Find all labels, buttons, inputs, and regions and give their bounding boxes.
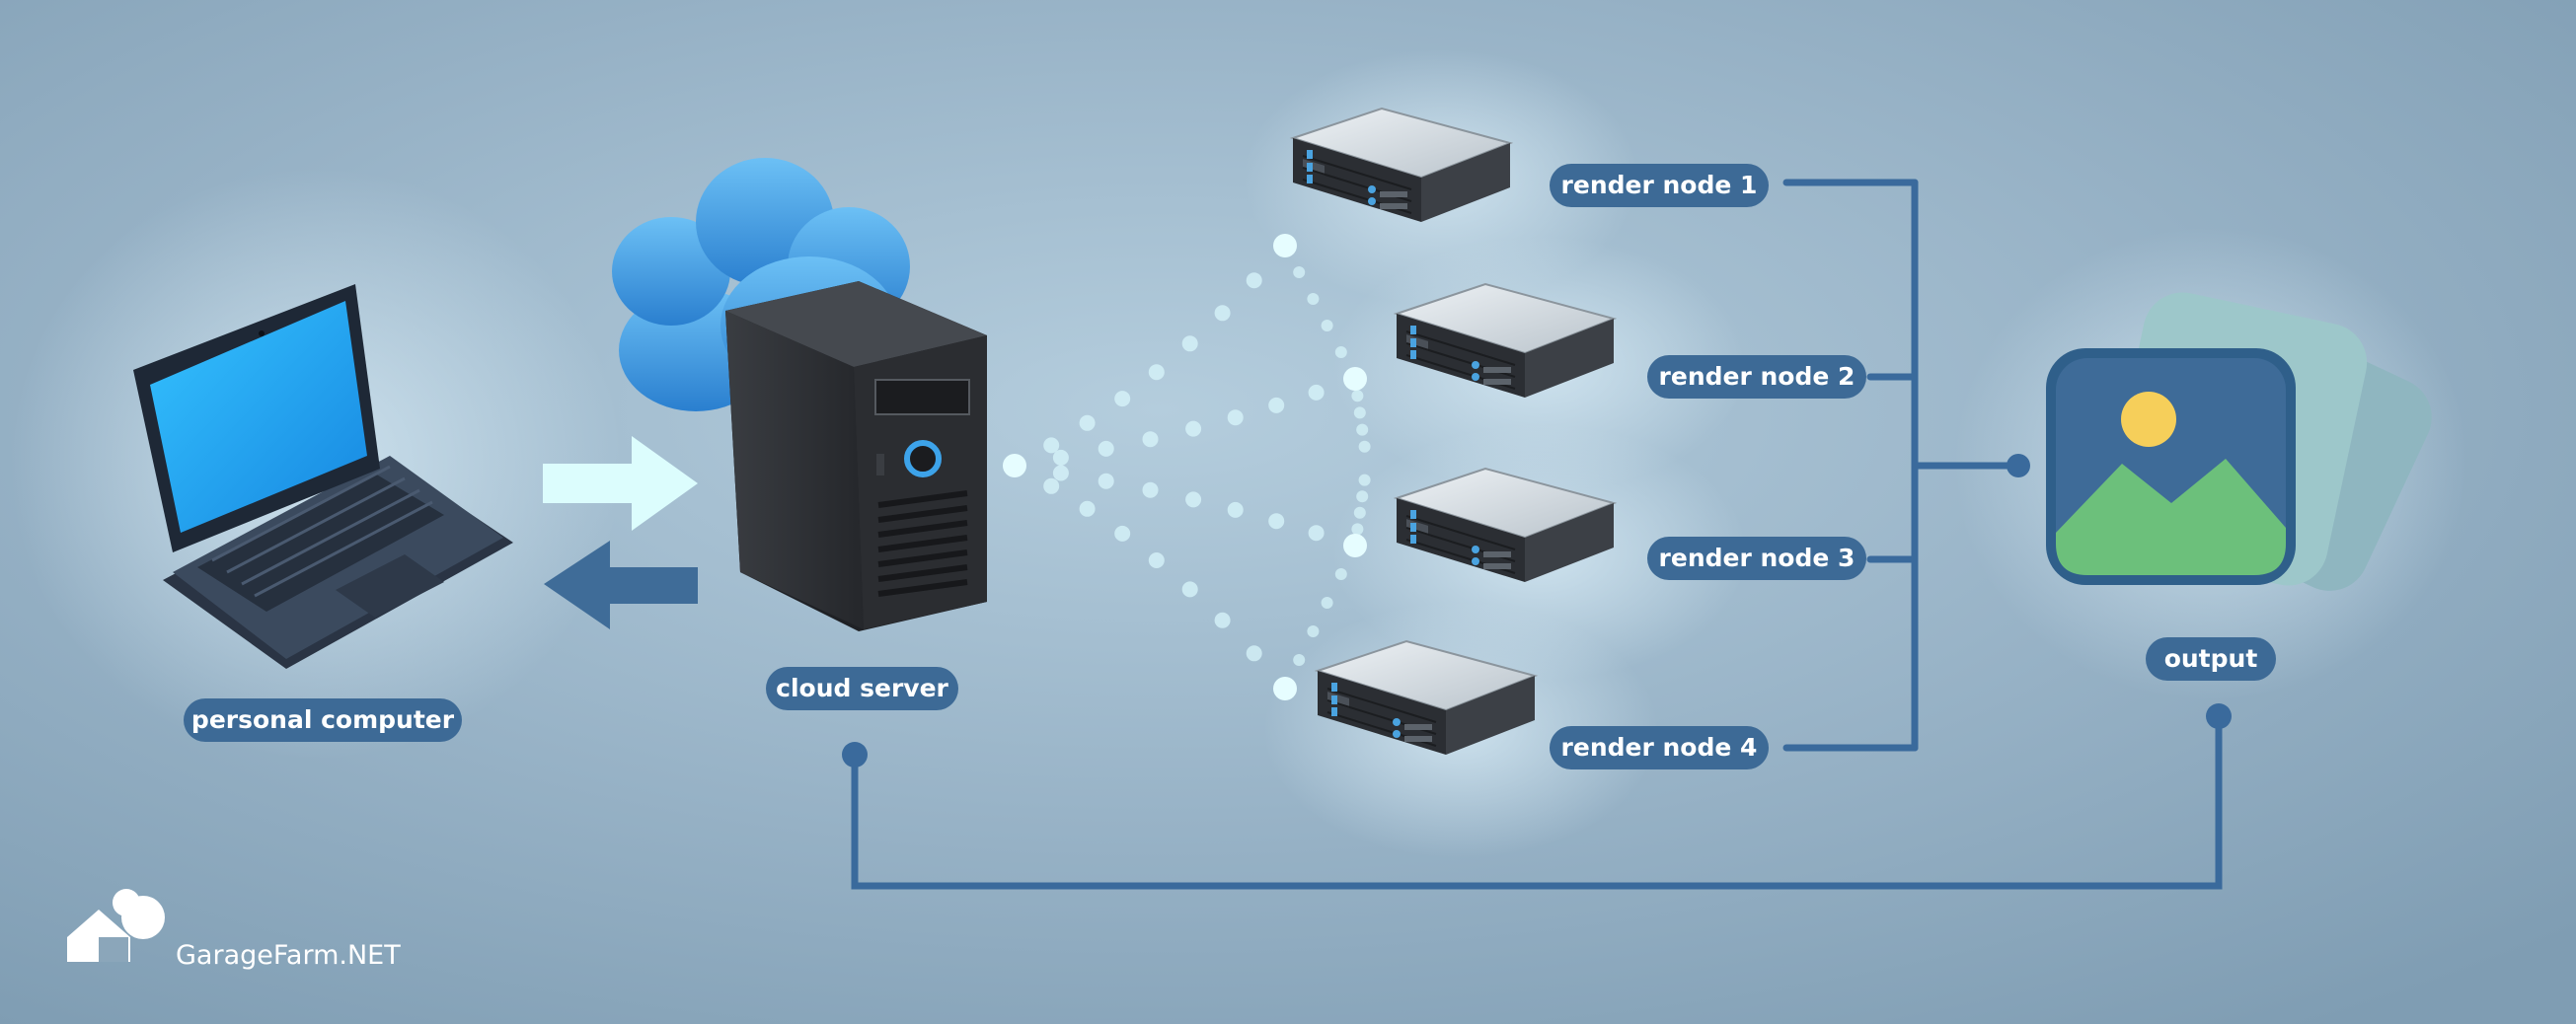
network-dot bbox=[1334, 568, 1347, 580]
network-dot bbox=[1356, 490, 1369, 503]
network-dot bbox=[1293, 266, 1306, 278]
network-dot bbox=[1308, 384, 1325, 401]
network-dot bbox=[1268, 513, 1285, 530]
upload-arrow-icon bbox=[543, 436, 698, 531]
render-node-connectors bbox=[1782, 179, 2022, 752]
label-render-node-1: render node 1 bbox=[1550, 164, 1769, 207]
network-dots bbox=[1043, 266, 1371, 666]
network-dot bbox=[1246, 645, 1262, 662]
network-dot bbox=[1181, 335, 1198, 352]
connector-dot-cloud-server bbox=[842, 742, 868, 768]
network-dot bbox=[1227, 501, 1244, 518]
network-dot bbox=[1148, 552, 1165, 568]
image-output-icon bbox=[2046, 292, 2432, 591]
garagefarm-logo bbox=[67, 889, 165, 962]
network-dot bbox=[1358, 440, 1371, 453]
network-end-dot-4 bbox=[1273, 677, 1297, 700]
network-dot bbox=[1079, 500, 1096, 517]
network-dot bbox=[1114, 525, 1131, 542]
network-dot bbox=[1351, 523, 1364, 536]
brand-name: GarageFarm.NET bbox=[176, 940, 401, 971]
label-render-node-3: render node 3 bbox=[1647, 537, 1866, 580]
network-dot bbox=[1142, 481, 1159, 498]
laptop-icon bbox=[133, 284, 513, 669]
network-dot bbox=[1307, 293, 1320, 305]
label-personal-computer: personal computer bbox=[184, 698, 462, 742]
label-render-node-2: render node 2 bbox=[1647, 355, 1866, 399]
network-dot bbox=[1148, 364, 1165, 381]
network-dot bbox=[1293, 654, 1306, 666]
network-dot bbox=[1321, 597, 1333, 609]
network-end-dot-3 bbox=[1343, 534, 1367, 557]
network-dot bbox=[1043, 477, 1060, 494]
network-dot bbox=[1353, 506, 1366, 519]
network-dot bbox=[1356, 423, 1369, 436]
network-dot bbox=[1142, 431, 1159, 448]
network-dot bbox=[1214, 305, 1231, 322]
label-output: output bbox=[2146, 637, 2276, 681]
network-dot bbox=[1114, 391, 1131, 407]
network-dot bbox=[1181, 581, 1198, 598]
feedback-loop-line bbox=[851, 712, 2223, 890]
network-dot bbox=[1307, 625, 1320, 637]
network-dot bbox=[1321, 320, 1333, 331]
network-dot bbox=[1358, 474, 1371, 486]
network-dot bbox=[1098, 473, 1114, 489]
network-dot bbox=[1043, 437, 1060, 454]
network-dot bbox=[1246, 272, 1262, 289]
tower-server-icon bbox=[725, 281, 987, 631]
connector-dot-output bbox=[2206, 703, 2232, 729]
network-end-dot-2 bbox=[1343, 367, 1367, 391]
network-dot bbox=[1308, 525, 1325, 542]
network-end-dot-1 bbox=[1273, 234, 1297, 257]
network-dot bbox=[1353, 406, 1366, 419]
network-dot bbox=[1079, 414, 1096, 431]
network-dot bbox=[1334, 346, 1347, 358]
network-dot bbox=[1185, 491, 1202, 508]
label-cloud-server: cloud server bbox=[766, 667, 958, 710]
network-dot bbox=[1185, 420, 1202, 437]
network-dot bbox=[1052, 465, 1069, 481]
connector-dot-output-in bbox=[2007, 454, 2030, 477]
network-dot bbox=[1351, 390, 1364, 402]
network-dot bbox=[1268, 397, 1285, 413]
network-dot bbox=[1052, 449, 1069, 466]
network-dot bbox=[1227, 409, 1244, 426]
network-hub-dot bbox=[1003, 454, 1026, 477]
network-dot bbox=[1098, 440, 1114, 457]
network-dot bbox=[1214, 612, 1231, 628]
download-arrow-icon bbox=[544, 541, 698, 629]
label-render-node-4: render node 4 bbox=[1550, 726, 1769, 769]
